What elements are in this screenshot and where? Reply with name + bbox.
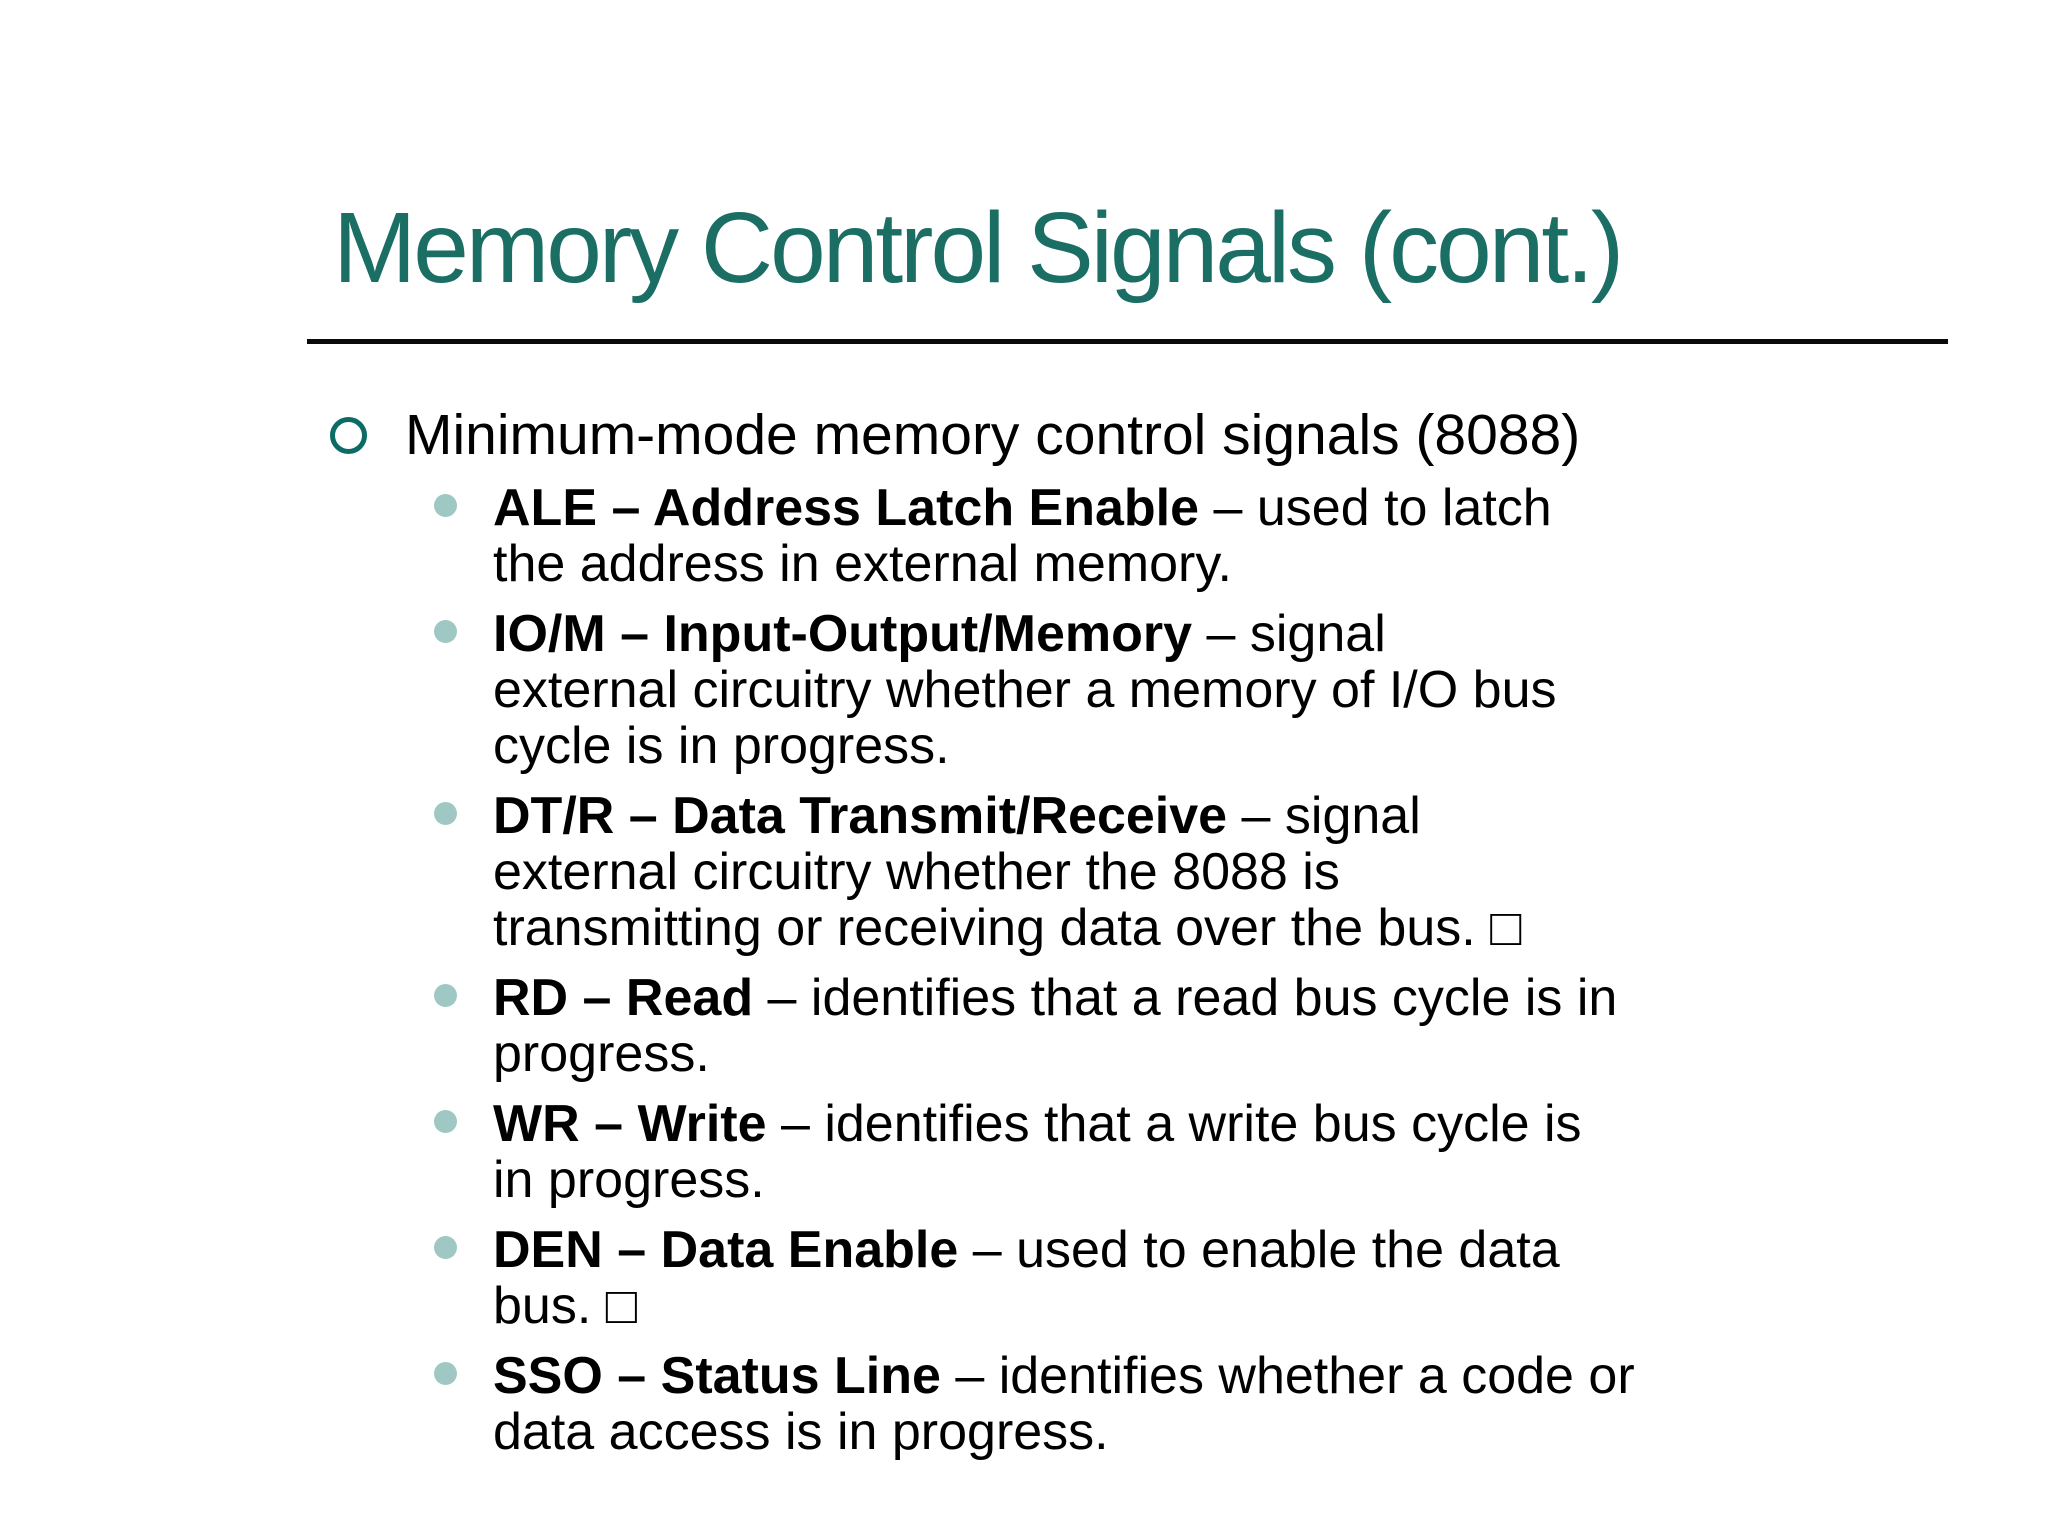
signal-item-dtr: DT/R – Data Transmit/Receive – signal ex… [434, 788, 1920, 956]
signal-name: WR – Write [493, 1095, 767, 1153]
signal-text: RD – Read – identifies that a read bus c… [493, 970, 1617, 1082]
signal-name: ALE – Address Latch Enable [493, 479, 1200, 537]
signal-description: – used to latch the address in external … [493, 479, 1552, 593]
signal-text: DEN – Data Enable – used to enable the d… [493, 1222, 1560, 1334]
signal-name: RD – Read [493, 969, 754, 1027]
signal-text: WR – Write – identifies that a write bus… [493, 1096, 1582, 1208]
signal-item-den: DEN – Data Enable – used to enable the d… [434, 1222, 1920, 1334]
dot-bullet-icon [434, 1362, 457, 1385]
signal-text: SSO – Status Line – identifies whether a… [493, 1348, 1635, 1460]
title-underline [307, 339, 1948, 344]
signal-item-ale: ALE – Address Latch Enable – used to lat… [434, 480, 1920, 592]
signal-list: ALE – Address Latch Enable – used to lat… [330, 480, 1920, 1460]
slide-body: Minimum-mode memory control signals (808… [330, 404, 1920, 1460]
signal-description: – used to enable the data bus. □ [493, 1221, 1560, 1335]
signal-name: IO/M – Input-Output/Memory [493, 605, 1193, 663]
signal-item-rd: RD – Read – identifies that a read bus c… [434, 970, 1920, 1082]
signal-name: DT/R – Data Transmit/Receive [493, 787, 1228, 845]
dot-bullet-icon [434, 1110, 457, 1133]
dot-bullet-icon [434, 1236, 457, 1259]
signal-description: – identifies that a read bus cycle is in… [493, 969, 1618, 1083]
hollow-circle-bullet-icon [330, 417, 367, 454]
signal-item-iom: IO/M – Input-Output/Memory – signal exte… [434, 606, 1920, 774]
signal-item-sso: SSO – Status Line – identifies whether a… [434, 1348, 1920, 1460]
signal-text: DT/R – Data Transmit/Receive – signal ex… [493, 788, 1522, 956]
signal-description: – signal external circuitry whether the … [493, 787, 1522, 957]
signal-name: SSO – Status Line [493, 1347, 941, 1405]
signal-name: DEN – Data Enable [493, 1221, 959, 1279]
signal-description: – identifies whether a code or data acce… [493, 1347, 1635, 1461]
signal-description: – signal external circuitry whether a me… [493, 605, 1557, 775]
lead-bullet-text: Minimum-mode memory control signals (808… [405, 403, 1581, 467]
dot-bullet-icon [434, 984, 457, 1007]
signal-text: ALE – Address Latch Enable – used to lat… [493, 480, 1552, 592]
signal-item-wr: WR – Write – identifies that a write bus… [434, 1096, 1920, 1208]
lead-bullet-item: Minimum-mode memory control signals (808… [330, 404, 1920, 466]
dot-bullet-icon [434, 802, 457, 825]
signal-text: IO/M – Input-Output/Memory – signal exte… [493, 606, 1557, 774]
dot-bullet-icon [434, 620, 457, 643]
slide-title: Memory Control Signals (cont.) [333, 192, 1624, 304]
signal-description: – identifies that a write bus cycle is i… [493, 1095, 1582, 1209]
dot-bullet-icon [434, 494, 457, 517]
